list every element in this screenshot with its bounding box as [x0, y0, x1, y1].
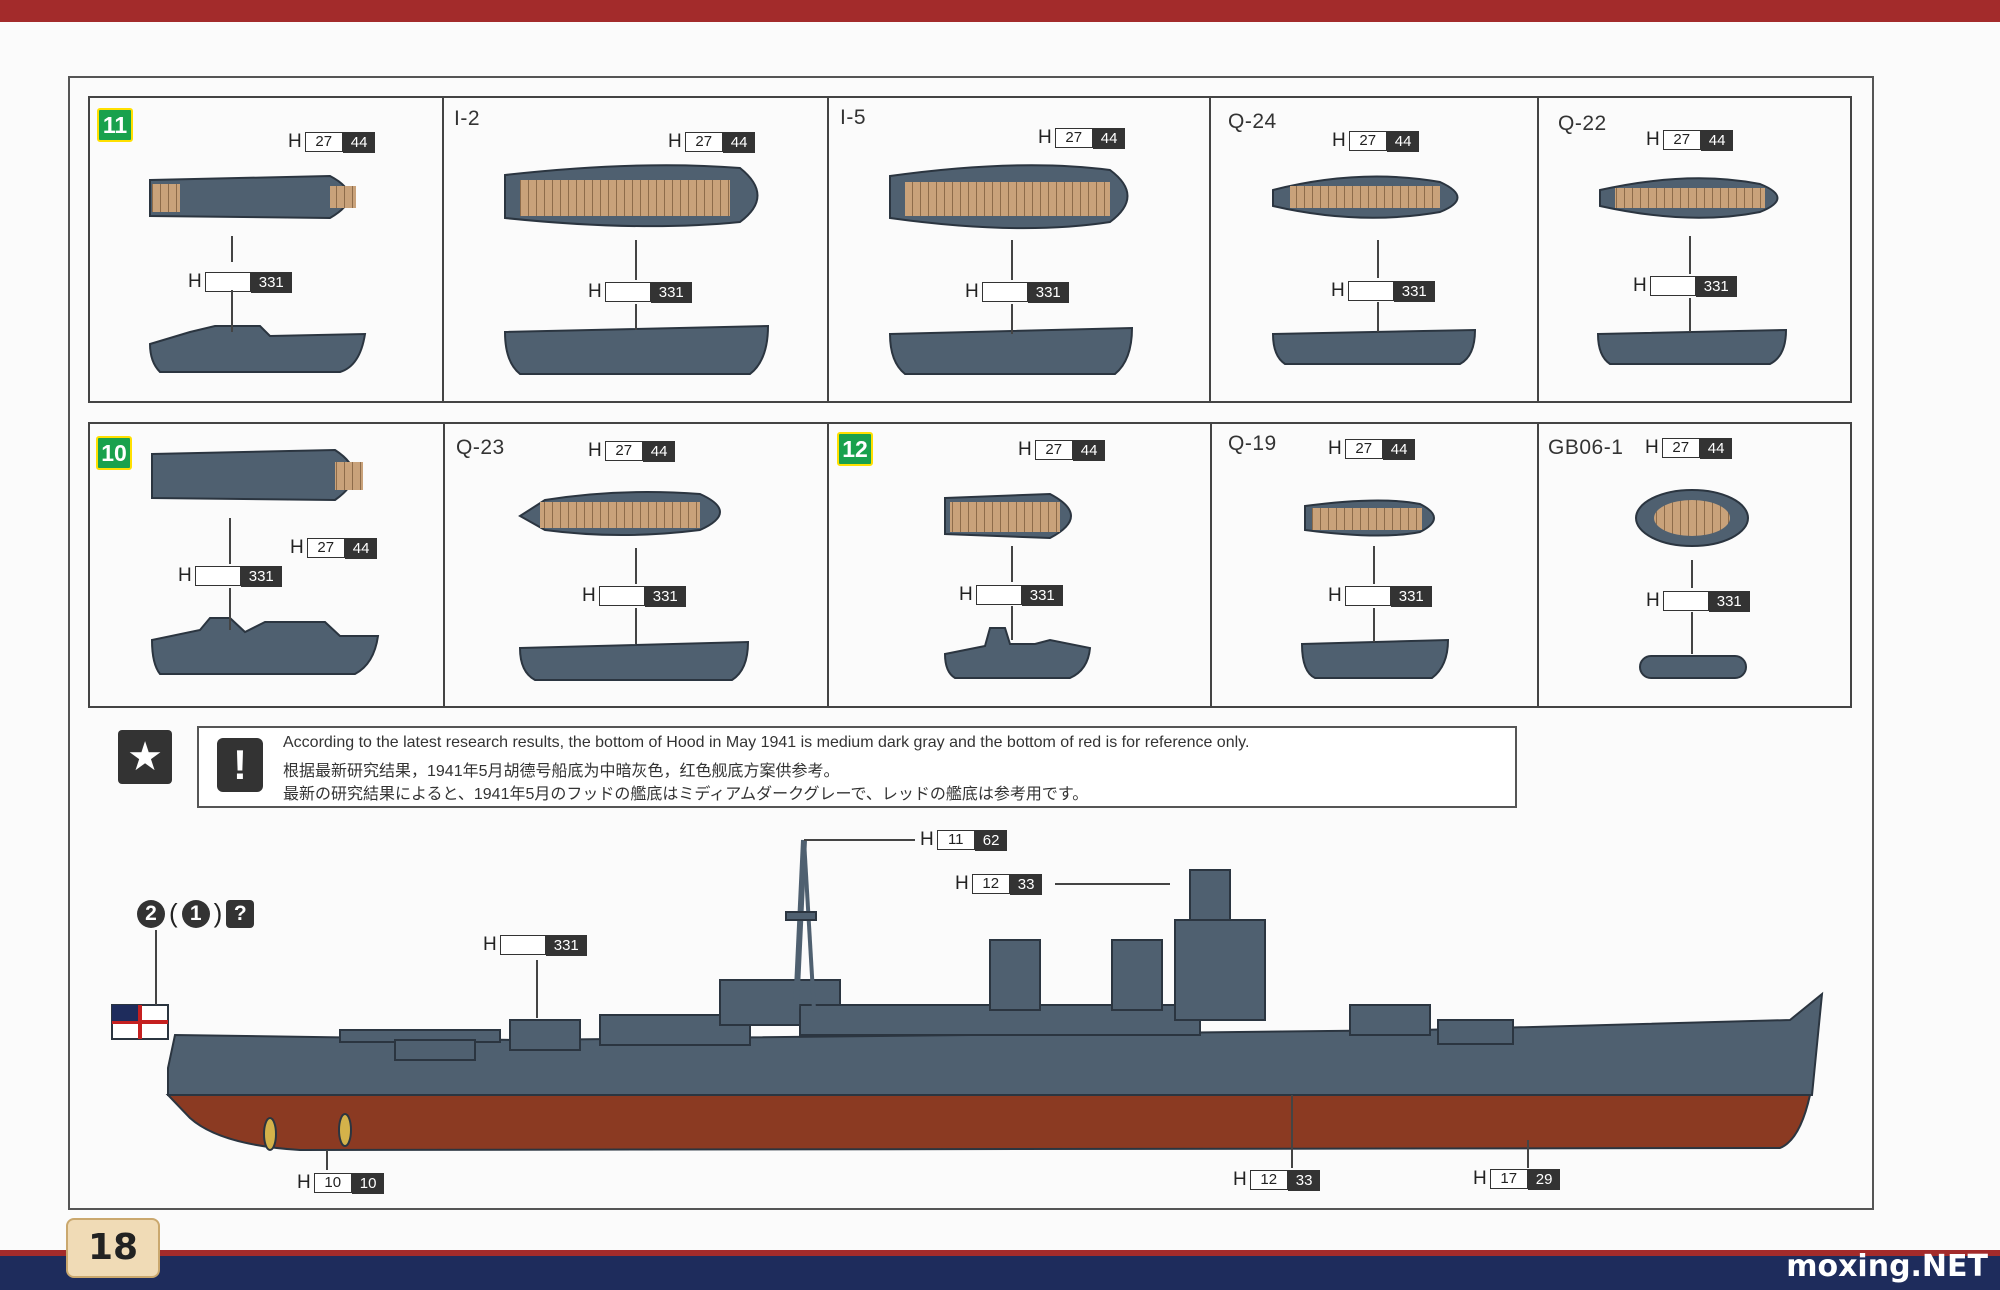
step-number-10: 10 — [96, 436, 132, 470]
boat-side-view — [518, 640, 750, 681]
page-frame — [68, 76, 1874, 1210]
boat-side-view — [1596, 328, 1788, 365]
boat-side-view — [148, 325, 367, 373]
propeller-icon — [338, 1113, 352, 1147]
page-number: 18 — [66, 1218, 160, 1278]
top-color-bar — [0, 0, 2000, 22]
bottom-red-band — [0, 1250, 2000, 1256]
watermark: moxing.NET — [1786, 1249, 1988, 1284]
star-icon: ★ — [118, 730, 172, 784]
ship-bottom-red — [165, 1094, 1812, 1152]
reference-note: ! According to the latest research resul… — [197, 726, 1517, 808]
exclamation-icon: ! — [217, 738, 263, 792]
cell-row1-5 — [1537, 98, 1852, 401]
propeller-icon — [263, 1117, 277, 1151]
boat-side-view — [1271, 328, 1477, 365]
boat-label-q24: Q-24 — [1228, 110, 1277, 133]
main-mast — [793, 839, 807, 1011]
boat-label-q22: Q-22 — [1558, 112, 1607, 135]
step-circle-1: 1 — [181, 899, 210, 928]
boat-label-i5: I-5 — [840, 106, 867, 129]
boats-panel-row-2 — [88, 422, 1852, 708]
cell-row1-2 — [442, 98, 829, 401]
turret-fwd-1 — [1437, 1019, 1514, 1045]
boat-label-gb06-1: GB06-1 — [1548, 436, 1624, 459]
boat-label-i2: I-2 — [454, 107, 481, 130]
funnel-aft — [989, 939, 1041, 1011]
cell-row1-3 — [827, 98, 1211, 401]
cell-row2-5 — [1537, 424, 1852, 706]
raft-side-view — [1639, 655, 1747, 679]
step-circle-2: 2 — [137, 899, 165, 928]
cell-row2-4 — [1210, 424, 1539, 706]
cell-row1-4 — [1209, 98, 1539, 401]
turret-aft-2 — [394, 1039, 476, 1061]
cell-row2-3 — [827, 424, 1212, 706]
note-english: According to the latest research results… — [283, 734, 1250, 751]
director-tower — [1189, 869, 1231, 921]
step-number-11: 11 — [97, 108, 133, 142]
bridge — [1174, 919, 1266, 1021]
step-indicator: 2 (1) ? — [137, 898, 255, 929]
boat-side-view — [503, 324, 770, 375]
boat-side-view — [1300, 638, 1450, 679]
boat-side-view — [888, 326, 1134, 375]
boat-label-q23: Q-23 — [456, 436, 505, 459]
funnel-fwd — [1111, 939, 1163, 1011]
turret-aft-1 — [509, 1019, 581, 1051]
bottom-color-bar — [0, 1256, 2000, 1290]
step-number-12: 12 — [837, 432, 873, 466]
boats-panel-row-1 — [88, 96, 1852, 403]
cell-row2-2 — [443, 424, 829, 706]
boat-side-view — [150, 617, 380, 675]
note-japanese: 最新の研究結果によると、1941年5月のフッドの艦底はミディアムダークグレーで、… — [283, 786, 1089, 803]
boat-label-q19: Q-19 — [1228, 432, 1277, 455]
note-chinese: 根据最新研究结果，1941年5月胡德号船底为中暗灰色，红色舰底方案供参考。 — [283, 763, 840, 780]
boat-side-view — [943, 627, 1092, 679]
question-icon: ? — [226, 899, 255, 928]
turret-fwd-2 — [1349, 1004, 1431, 1036]
ship-hull — [167, 991, 1824, 1096]
